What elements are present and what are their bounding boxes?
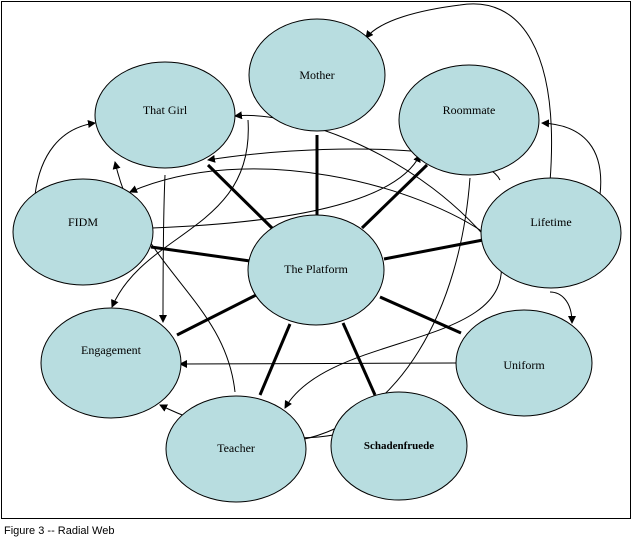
connector-uniform-teacher bbox=[284, 254, 502, 409]
label-engagement: Engagement bbox=[81, 343, 142, 357]
connector-lifetime-mother bbox=[365, 3, 553, 183]
spoke-engagement bbox=[176, 293, 257, 337]
label-uniform: Uniform bbox=[503, 358, 545, 372]
label-lifetime: Lifetime bbox=[530, 215, 571, 229]
connector-lifetime-fidm bbox=[129, 168, 491, 238]
connector-thatgirl-engagement bbox=[111, 119, 249, 308]
node-teacher bbox=[165, 395, 307, 503]
connector-fidm-thatgirl bbox=[34, 120, 96, 196]
connector-fidm-roommate bbox=[151, 154, 421, 229]
figure-caption: Figure 3 -- Radial Web bbox=[4, 525, 115, 537]
label-fidm: FIDM bbox=[68, 215, 98, 229]
node-that-girl bbox=[94, 61, 236, 169]
spoke-roommate bbox=[360, 163, 429, 230]
label-the-platform: The Platform bbox=[284, 262, 348, 276]
connector-lifetime-roommate bbox=[541, 119, 602, 196]
node-mother bbox=[248, 18, 386, 132]
connector-lifetime-uniform bbox=[549, 291, 576, 324]
node-schadenfruede bbox=[330, 391, 468, 501]
spoke-lifetime bbox=[383, 238, 484, 261]
node-fidm bbox=[12, 178, 154, 286]
node-lifetime bbox=[480, 177, 622, 289]
spoke-teacher bbox=[258, 323, 292, 396]
connector-uniform-engagement bbox=[179, 359, 457, 368]
node-the-platform bbox=[247, 214, 385, 326]
label-teacher: Teacher bbox=[217, 441, 255, 455]
connector-lifetime-thatgirl bbox=[234, 111, 501, 256]
connector-thatgirl-engagement-2 bbox=[159, 174, 168, 323]
spoke-uniform bbox=[379, 295, 462, 335]
label-roommate: Roommate bbox=[443, 103, 496, 117]
spoke-schadenfruede bbox=[341, 322, 377, 396]
label-mother: Mother bbox=[299, 68, 334, 82]
spoke-fidm bbox=[150, 245, 251, 263]
node-uniform bbox=[455, 309, 593, 417]
spoke-that-girl bbox=[206, 163, 274, 230]
radial-web-diagram: Mother That Girl Roommate FIDM Lifetime … bbox=[12, 3, 622, 503]
node-engagement bbox=[40, 307, 182, 419]
label-schadenfruede: Schadenfruede bbox=[364, 440, 434, 452]
label-that-girl: That Girl bbox=[143, 103, 188, 117]
node-roommate bbox=[398, 64, 540, 176]
